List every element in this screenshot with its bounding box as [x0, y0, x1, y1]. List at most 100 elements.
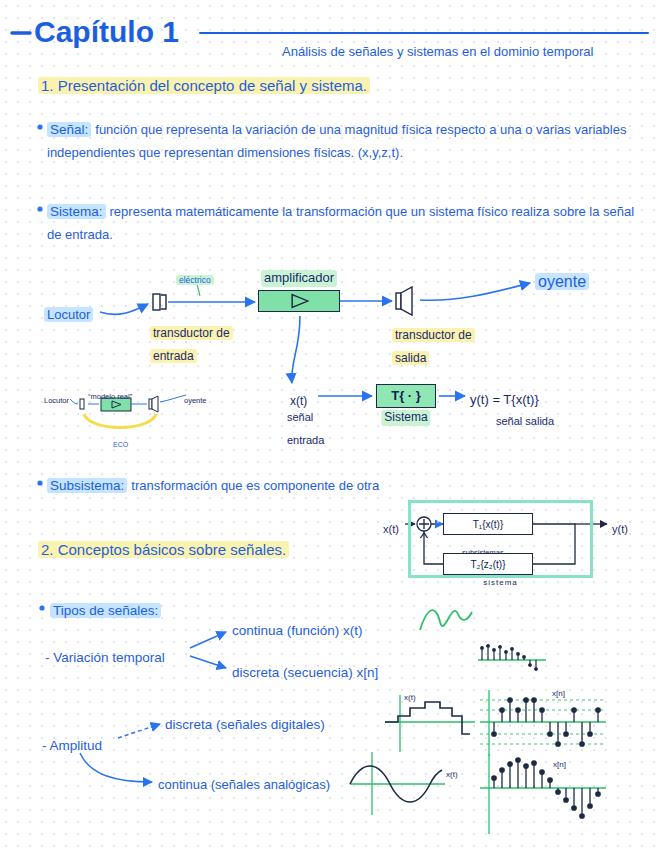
term: Señal: — [47, 122, 91, 137]
analog-wave-plot — [350, 752, 445, 815]
analog-wave-plot — [350, 752, 445, 815]
branch-arrow — [190, 656, 226, 668]
speaker-symbol — [401, 287, 412, 315]
signal-chain — [168, 301, 255, 303]
chapter-title: Capítulo 1 — [34, 10, 179, 54]
text-block: Subsistema: transformación que es compone… — [47, 473, 402, 496]
category-label: - Variación temporal — [45, 650, 165, 665]
text-block: Análisis de señales y sistemas en el dom… — [282, 39, 593, 62]
signal-caption: señal salida — [496, 415, 554, 427]
branch-arrow — [190, 632, 226, 648]
system-arrows — [318, 395, 372, 397]
box-text: T₂{z₂(t)} — [471, 558, 506, 571]
sampled-stem-plot — [492, 758, 600, 818]
signal-name: x(t) — [383, 523, 399, 535]
text-block: 2. Conceptos básicos sobre señales. — [38, 538, 289, 561]
continuous-wave — [420, 610, 472, 630]
digital-stem-plot — [480, 700, 606, 744]
term: Sistema: — [47, 204, 106, 219]
digital-step-plot — [385, 695, 475, 752]
bullet-dot — [37, 124, 42, 129]
signal-type: discreta (señales digitales) — [165, 717, 325, 732]
subtitle: Análisis de señales y sistemas en el dom… — [282, 44, 593, 59]
signal-chain — [292, 316, 300, 383]
speaker-symbol — [396, 287, 412, 315]
text-block: x(t) — [290, 388, 307, 411]
feedback-wiring — [417, 517, 431, 531]
signal-chain — [100, 304, 148, 314]
discrete-sequence — [481, 645, 538, 671]
axis-label: x[n] — [552, 689, 565, 698]
listener-label: oyente — [184, 396, 207, 405]
axis-label: x(t) — [404, 693, 416, 702]
box-heading: amplificador — [261, 270, 337, 287]
signal-name: y(t) — [612, 523, 628, 535]
text-block: Locutor — [44, 386, 69, 409]
real-model-sketch — [88, 404, 99, 405]
text-block: transductor de salida — [392, 322, 474, 368]
branch-arrow — [118, 724, 160, 738]
text-block: continua (señales analógicas) — [158, 772, 330, 795]
text-block: señal salida — [496, 408, 554, 431]
box-heading: Sistema — [381, 410, 430, 426]
listener-label: oyente — [535, 273, 589, 290]
text-block: x(t) — [404, 683, 416, 706]
text-block: x[n] — [552, 679, 565, 702]
signal-name: x(t) — [290, 394, 307, 408]
digital-step-plot — [385, 702, 470, 734]
definition: representa matemáticamente la transforma… — [47, 204, 634, 242]
text-block: y(t) = T{x(t)} — [470, 387, 539, 410]
system-frame: sistemaT₁{x(t)}T₂{z₂(t)} — [408, 500, 593, 578]
signal-chain — [420, 283, 530, 300]
category-label: - Amplitud — [42, 738, 102, 753]
text-block: oyente — [184, 386, 207, 409]
text-block: discreta (secuencia) x[n] — [232, 660, 378, 683]
box-text: T{ · } — [391, 388, 421, 405]
axis-label: x[n] — [553, 760, 566, 769]
real-model-sketch — [80, 399, 84, 409]
term: Subsistema: — [47, 478, 127, 493]
signal-chain — [340, 300, 392, 302]
signal-type: discreta (secuencia) x[n] — [232, 665, 378, 680]
sampled-stem-plot — [480, 754, 606, 834]
definition: transformación que es componente de otra — [131, 478, 379, 493]
text-block: y(t) — [612, 516, 628, 539]
speaker-label: Locutor — [44, 307, 93, 322]
signal-note: eléctrico — [176, 275, 214, 285]
text-block: Locutor — [44, 302, 93, 325]
subsystem-box: T₂{z₂(t)} — [443, 553, 533, 575]
real-model-sketch — [152, 396, 158, 412]
digital-step-plot — [385, 695, 475, 752]
text-block: x(t) — [446, 760, 458, 783]
text-block: continua (función) x(t) — [232, 618, 363, 641]
speaker-symbol — [396, 293, 401, 309]
digital-stem-plot — [480, 690, 606, 756]
text-block: - Variación temporal — [45, 645, 165, 668]
real-model-sketch — [131, 404, 147, 405]
text-block: Sistema:representa matemáticamente la tr… — [47, 199, 642, 245]
text-block: - Amplitud — [42, 733, 102, 756]
analog-wave-plot — [350, 766, 442, 802]
text-block: señal entrada — [287, 404, 335, 450]
section-heading: 2. Conceptos básicos sobre señales. — [38, 541, 289, 558]
text-block: x(t) — [383, 516, 399, 539]
title-rule — [200, 32, 648, 34]
section-heading: 1. Presentación del concepto de señal y … — [38, 77, 370, 94]
digital-stem-plot — [492, 698, 600, 746]
sampled-stem-plot — [480, 754, 606, 834]
text-block: Señal:función que representa la variació… — [47, 117, 642, 163]
box-heading: sistema — [483, 578, 518, 588]
text-block: 1. Presentación del concepto de señal y … — [38, 74, 370, 97]
signal-caption: señal entrada — [287, 411, 324, 446]
branch-arrow — [80, 753, 152, 782]
real-model-sketch — [160, 395, 186, 402]
feedback-wiring — [421, 533, 428, 538]
text-block: “modelo real” — [88, 382, 132, 405]
box-text: T₁{x(t)} — [473, 518, 504, 531]
title-rule — [12, 31, 30, 35]
digital-stem-plot — [480, 690, 606, 756]
echo-label: ECO — [113, 441, 128, 448]
bullet-dot — [37, 480, 42, 485]
